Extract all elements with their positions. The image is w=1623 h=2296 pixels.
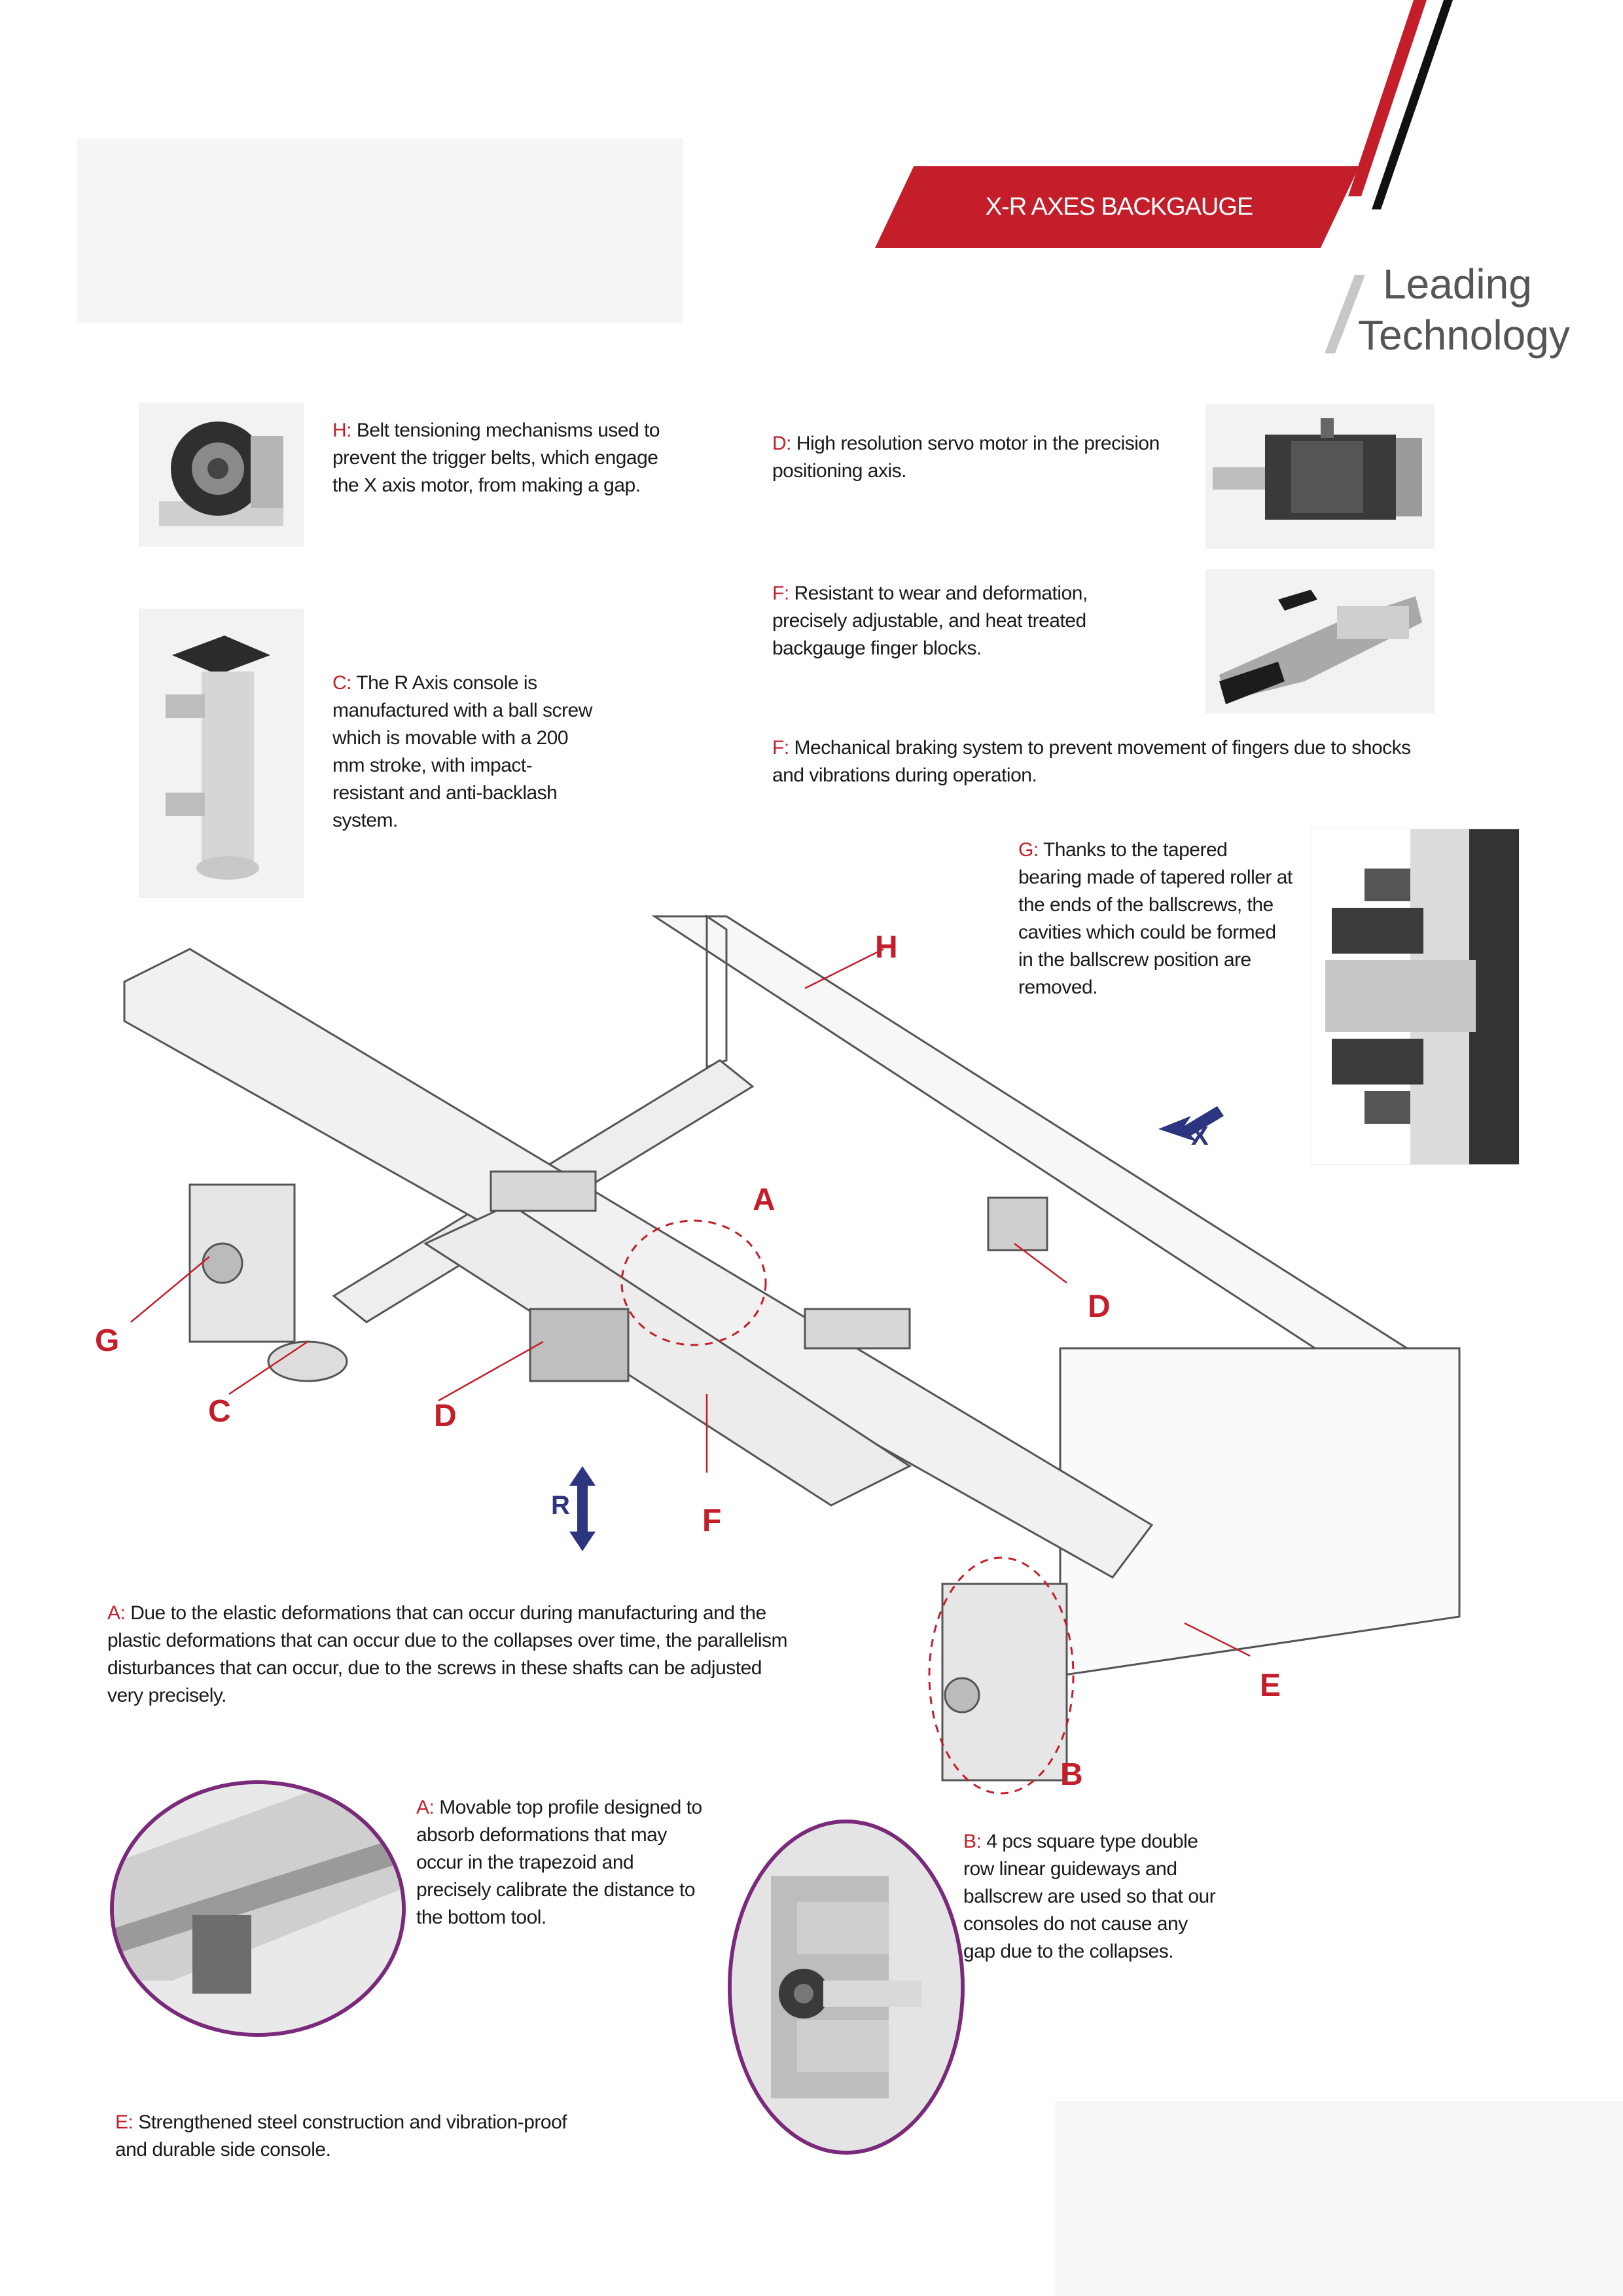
feature-letter: F: [772,737,789,759]
feature-letter: G: [1018,839,1039,861]
header-stripes [1325,0,1453,353]
servo-motor-bottom [529,1308,630,1382]
feature-text-f1: F: Resistant to wear and deformation, pr… [772,580,1165,662]
feature-text-a-detail: A: Movable top profile designed to absor… [416,1794,704,1931]
feature-letter: H: [332,420,352,441]
feature-text-b: B: 4 pcs square type double row linear g… [963,1828,1219,1965]
red-stripe [1348,0,1427,196]
feature-description: Thanks to the tapered bearing made of ta… [1018,839,1293,998]
feature-text-g: G: Thanks to the tapered bearing made of… [1018,836,1293,1001]
zoom-ring-b [928,1556,1075,1795]
axis-r-label: R [551,1491,570,1520]
guideway-zoom [728,1820,965,2155]
banner-title: X-R AXES BACKGAUGE [985,193,1254,221]
feature-description: 4 pcs square type double row linear guid… [963,1831,1216,1962]
feature-description: High resolution servo motor in the preci… [772,433,1160,482]
left-bearing-housing [202,1242,243,1284]
leader-e [1184,1622,1251,1657]
top-profile-zoom [110,1780,406,2037]
x-axis-arrow [1158,1106,1224,1142]
feature-description: Strengthened steel construction and vibr… [115,2111,567,2161]
zoom-ring-a [620,1219,767,1346]
frame-side-beam [705,914,728,1069]
feature-description: Mechanical braking system to prevent mov… [772,737,1411,786]
servo-motor-right [987,1196,1048,1251]
leader-c [228,1340,308,1395]
feature-text-c: C: The R Axis console is manufactured wi… [332,670,594,834]
leader-d-right [1014,1243,1067,1283]
feature-description: Resistant to wear and deformation, preci… [772,583,1088,659]
r-axis-arrow [569,1466,596,1551]
leader-d-bottom [438,1340,544,1402]
finger-block-right [804,1308,911,1350]
feature-description: Movable top profile designed to absorb d… [416,1797,702,1928]
belt-tensioner-photo [139,403,304,547]
axis-x-label: X [1191,1122,1209,1151]
feature-letter: A: [107,1602,126,1624]
leader-g [130,1256,210,1323]
middle-rail [423,1203,912,1507]
tagline-line-2: Technology [1358,312,1570,359]
callout-d-right: D [1088,1289,1111,1324]
front-long-rail [123,948,1154,1579]
callout-f: F [702,1503,722,1538]
callout-c: C [208,1394,231,1429]
callout-h: H [875,930,898,965]
feature-letter: A: [416,1797,435,1818]
callout-g: G [95,1323,120,1358]
feature-letter: D: [772,433,792,454]
feature-text-d: D: High resolution servo motor in the pr… [772,430,1178,485]
leader-h [804,948,884,990]
title-banner [875,166,1359,248]
tapered-bearing-section [1311,829,1520,1165]
callout-e: E [1260,1668,1281,1703]
callout-a: A [753,1183,776,1217]
tagline-line-1: Leading [1383,260,1532,308]
servo-motor-photo [1205,404,1435,548]
feature-text-e: E: Strengthened steel construction and v… [115,2109,586,2164]
feature-letter: E: [115,2111,134,2133]
gray-stripe [1325,275,1365,353]
tagline: Leading Technology [1358,259,1594,361]
feature-text-h: H: Belt tensioning mechanisms used to pr… [332,417,673,499]
left-column-base [267,1340,348,1382]
callout-d-bottom: D [434,1399,457,1433]
finger-block-left [490,1170,597,1212]
right-bearing-housing [944,1677,980,1713]
feature-letter: B: [963,1831,982,1852]
header-placeholder-box [77,139,683,323]
feature-text-a-main: A: Due to the elastic deformations that … [107,1600,794,1710]
feature-description: The R Axis console is manufactured with … [332,672,592,831]
feature-description: Due to the elastic deformations that can… [107,1602,788,1706]
callout-b: B [1060,1757,1083,1792]
feature-description: Belt tensioning mechanisms used to preve… [332,420,660,496]
finger-block-photo [1205,569,1435,713]
backgauge-drawing [118,890,1531,1820]
feature-letter: F: [772,583,789,604]
feature-text-f2: F: Mechanical braking system to prevent … [772,734,1427,789]
feature-letter: C: [332,672,352,694]
black-stripe [1372,0,1453,209]
r-axis-console-photo [139,609,304,898]
footer-placeholder-box [1055,2101,1623,2296]
frame-right-box [1059,1347,1461,1677]
right-console [941,1583,1068,1782]
